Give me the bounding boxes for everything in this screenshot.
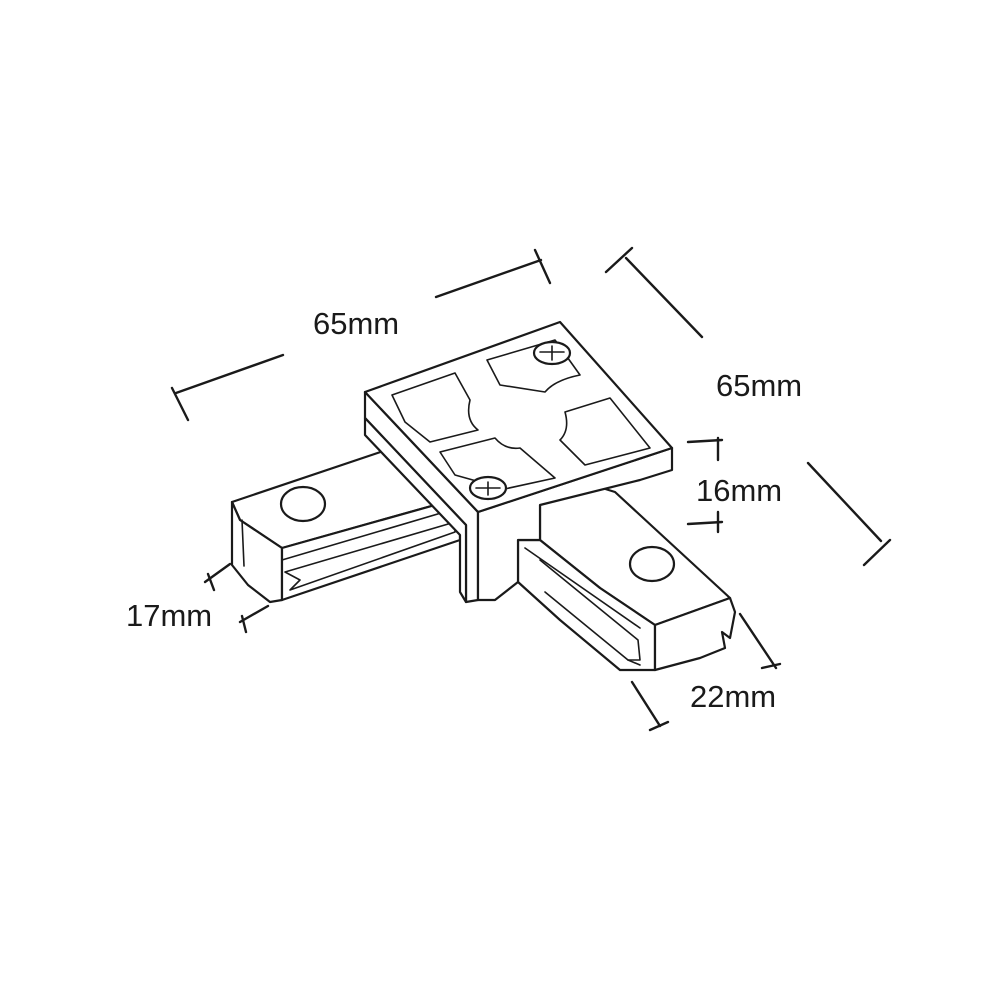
left-arm-end-face bbox=[230, 500, 284, 604]
dim-label-block-height: 16mm bbox=[696, 473, 782, 508]
block-front-face bbox=[476, 446, 674, 602]
dim-label-top-left: 65mm bbox=[313, 306, 399, 341]
dim-label-top-right: 65mm bbox=[716, 368, 802, 403]
central-block bbox=[363, 320, 674, 604]
block-top-face bbox=[363, 320, 674, 514]
screw-top bbox=[532, 340, 572, 366]
right-arm-groove-line bbox=[524, 547, 641, 629]
dim-arm-left-lines bbox=[203, 562, 270, 634]
dim-label-arm-left: 17mm bbox=[126, 598, 212, 633]
right-arm-end-face bbox=[653, 596, 737, 672]
right-arm-hole bbox=[628, 545, 676, 583]
screw-bottom bbox=[468, 475, 508, 501]
left-arm-groove-line bbox=[281, 507, 459, 561]
block-pad-left bbox=[391, 372, 479, 443]
dim-top-left-lines bbox=[170, 248, 552, 422]
dim-top-right-lines bbox=[604, 246, 892, 567]
block-pad-top bbox=[486, 339, 581, 393]
block-left-lip bbox=[363, 416, 468, 604]
right-arm-rail bbox=[539, 559, 641, 661]
dim-label-arm-right: 22mm bbox=[690, 679, 776, 714]
left-arm-rail bbox=[284, 521, 456, 591]
left-arm-hole bbox=[279, 485, 327, 523]
left-arm-edge bbox=[241, 519, 245, 567]
right-arm-rail-tip bbox=[627, 659, 641, 666]
dim-arm-right-lines bbox=[630, 612, 782, 732]
dim-height-lines bbox=[686, 436, 724, 534]
block-pad-right bbox=[559, 397, 651, 466]
